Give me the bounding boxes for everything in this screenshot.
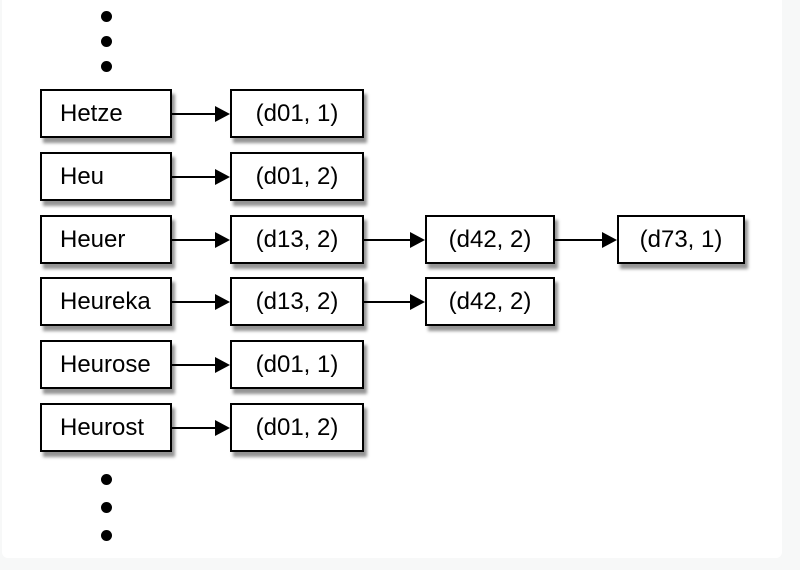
posting-box: (d01, 1) [230,89,364,138]
posting-box: (d01, 2) [230,403,364,452]
arrow [172,419,230,436]
posting-box: (d13, 2) [230,277,364,326]
arrow-head-icon [215,419,230,436]
ellipsis-top-dot [101,36,112,47]
arrow-head-icon [215,356,230,373]
arrow [172,293,230,310]
ellipsis-bottom-dot [101,502,112,513]
arrow [172,356,230,373]
ellipsis-bottom-dot [101,530,112,541]
posting-box-label: (d01, 2) [255,162,339,190]
posting-box: (d42, 2) [425,215,555,264]
arrow-head-icon [410,231,425,248]
arrow-line [364,238,412,241]
arrow-head-icon [410,293,425,310]
term-box: Heureka [40,277,172,326]
arrow-line [172,300,217,303]
arrow [172,168,230,185]
term-box: Heurost [40,403,172,452]
posting-box: (d73, 1) [617,215,745,264]
arrow-head-icon [215,105,230,122]
arrow [172,231,230,248]
posting-box: (d01, 2) [230,152,364,201]
arrow-line [364,300,412,303]
term-box-label: Heurost [60,413,145,441]
posting-box-label: (d01, 1) [255,350,339,378]
arrow [364,231,425,248]
arrow-line [555,238,604,241]
term-box-label: Heureka [60,287,151,315]
posting-box: (d01, 1) [230,340,364,389]
arrow [172,105,230,122]
term-box: Heu [40,152,172,201]
term-box-label: Heu [60,162,105,190]
arrow-line [172,238,217,241]
ellipsis-top-dot [101,11,112,22]
arrow-head-icon [602,231,617,248]
term-box-label: Heuer [60,225,126,253]
posting-box-label: (d13, 2) [255,287,339,315]
posting-box-label: (d13, 2) [255,225,339,253]
arrow-line [172,426,217,429]
arrow-head-icon [215,293,230,310]
arrow [364,293,425,310]
term-box: Heuer [40,215,172,264]
posting-box-label: (d01, 2) [255,413,339,441]
arrow-line [172,175,217,178]
posting-box-label: (d01, 1) [255,99,339,127]
posting-box: (d42, 2) [425,277,555,326]
postings-list-diagram: Hetze (d01, 1) Heu (d01, 2) Heuer (d13, 2) (d4… [2,0,782,558]
posting-box-label: (d73, 1) [639,225,723,253]
posting-box: (d13, 2) [230,215,364,264]
arrow-line [172,363,217,366]
ellipsis-top-dot [101,61,112,72]
arrow [555,231,617,248]
slide-canvas: Hetze (d01, 1) Heu (d01, 2) Heuer (d13, 2) (d4… [2,0,782,558]
posting-box-label: (d42, 2) [448,225,532,253]
term-box: Heurose [40,340,172,389]
term-box: Hetze [40,89,172,138]
term-box-label: Heurose [60,350,151,378]
arrow-head-icon [215,168,230,185]
arrow-line [172,112,217,115]
arrow-head-icon [215,231,230,248]
posting-box-label: (d42, 2) [448,287,532,315]
term-box-label: Hetze [60,99,123,127]
ellipsis-bottom-dot [101,474,112,485]
